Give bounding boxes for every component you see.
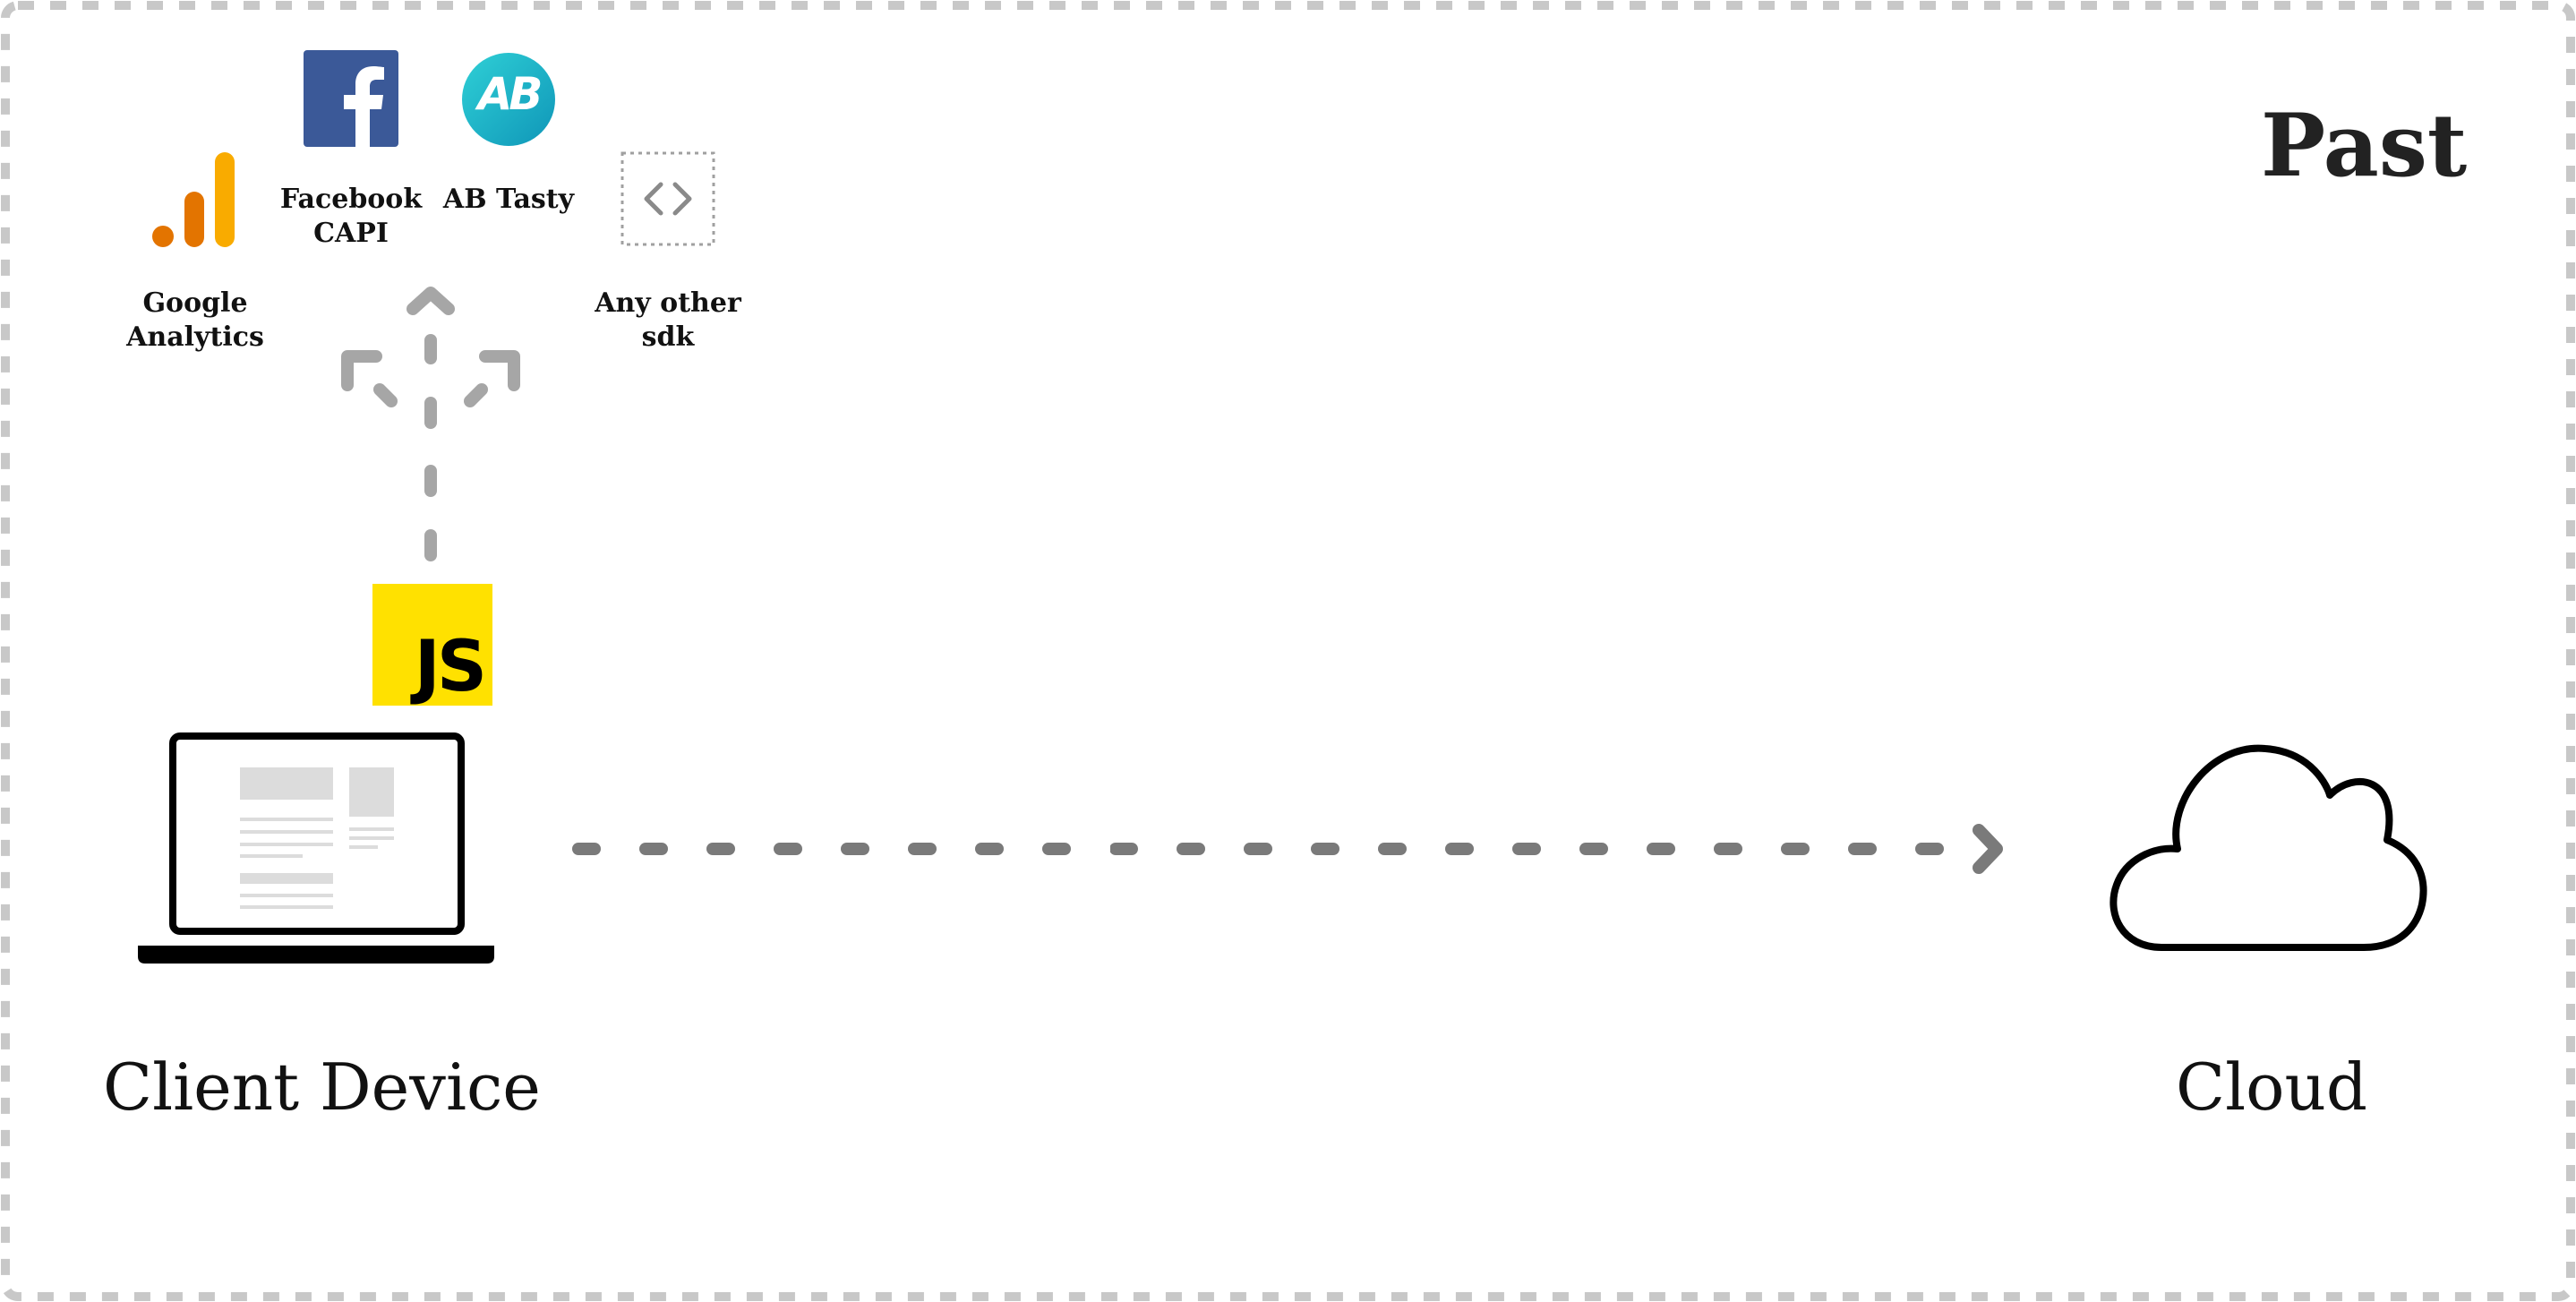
client-to-cloud-arrow [572, 843, 1071, 855]
diagram-title: Past [2261, 95, 2468, 196]
code-icon [620, 151, 715, 246]
facebook-icon [304, 50, 398, 147]
fan-out-arrows [341, 287, 520, 561]
ab-tasty-icon [462, 53, 555, 146]
google-analytics-icon [152, 152, 235, 247]
ab-tasty-logo-text: AB [477, 68, 543, 120]
cloud-icon [2110, 744, 2427, 951]
client-device-label: Client Device [103, 1049, 541, 1125]
sdk-label-ab-tasty: AB Tasty [442, 184, 575, 215]
cloud-label: Cloud [2176, 1049, 2367, 1125]
javascript-badge: JS [372, 584, 492, 706]
client-to-cloud-arrow-right [1110, 824, 2003, 874]
laptop-icon [138, 732, 494, 964]
